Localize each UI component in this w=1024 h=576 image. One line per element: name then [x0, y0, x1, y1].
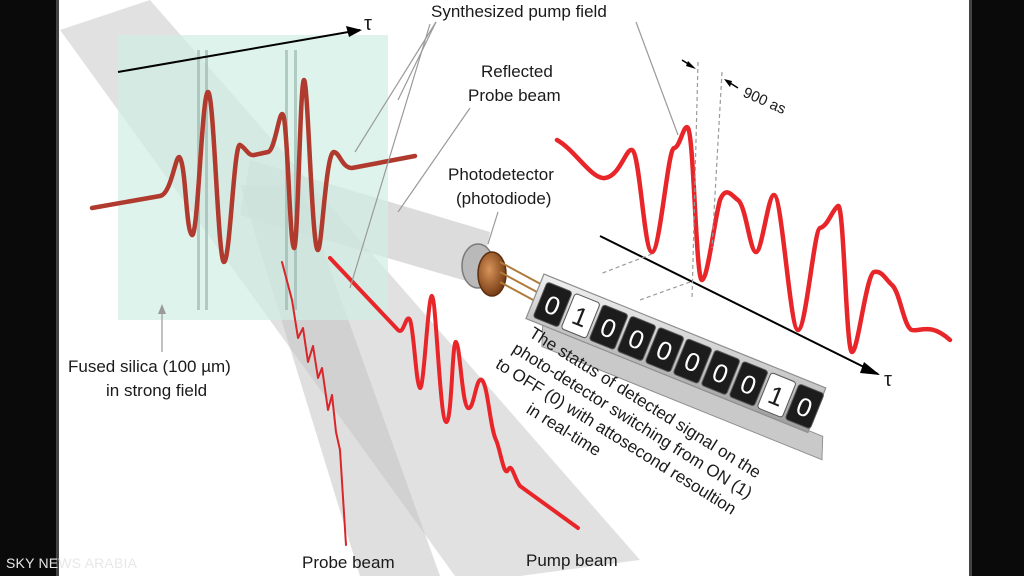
bit-cell	[701, 350, 740, 395]
bit-cell	[729, 361, 768, 406]
projection-line	[599, 253, 653, 275]
reflected-probe-label-line2: Probe beam	[468, 86, 561, 105]
leader-pump-field	[397, 21, 437, 101]
bit-cell	[561, 293, 600, 339]
leader-pump-field	[354, 21, 437, 153]
reflected-probe-waveform	[554, 124, 953, 355]
resolution-pointer-head	[724, 79, 732, 87]
silica-stripe	[294, 50, 297, 310]
photodetector-label-line1: Photodetector	[448, 165, 554, 184]
projection-line	[639, 281, 691, 301]
silica-stripe	[205, 50, 208, 310]
fused-silica-label-line1: Fused silica (100 µm)	[68, 357, 231, 376]
bit-cell	[757, 372, 796, 418]
tau-axis-right-arrowhead	[860, 362, 880, 375]
bit-cell	[617, 316, 656, 361]
bit-cell	[589, 304, 628, 350]
tau-axis-right	[599, 235, 879, 375]
bit-cell	[785, 384, 824, 429]
leader-reflected-probe	[349, 23, 431, 289]
leader-reflected-probe	[397, 107, 471, 213]
leader-photodetector	[487, 211, 499, 245]
synthesized-pump-waveform	[89, 77, 418, 265]
panel-border-left	[56, 0, 59, 576]
photodiode	[461, 243, 549, 309]
resolution-marker	[711, 71, 723, 249]
resolution-pointer-head	[686, 61, 696, 69]
tau-label-right: τ	[884, 369, 892, 391]
tau-axis-top-arrowhead	[346, 26, 362, 37]
bit-cell	[533, 282, 572, 327]
pump-beam-label: Pump beam	[526, 551, 618, 570]
synthesized-pump-field-label: Synthesized pump field	[431, 2, 607, 21]
bit-cell	[673, 338, 712, 384]
photodetector-label-line2: (photodiode)	[456, 189, 551, 208]
probe-beam-waveform	[281, 261, 347, 546]
tau-axis-top	[117, 29, 361, 73]
pump-beam-waveform	[328, 256, 580, 530]
tau-label-top: τ	[364, 13, 372, 35]
reflected-probe-label-line1: Reflected	[481, 62, 553, 81]
leader-fused-silica-head	[158, 304, 166, 314]
watermark: SKY NEWS ARABIA	[6, 555, 138, 571]
fused-silica-label-line2: in strong field	[106, 381, 207, 400]
bit-cell	[645, 327, 684, 373]
probe-beam-label: Probe beam	[302, 553, 395, 572]
resolution-marker	[691, 61, 699, 301]
leader-pump-field	[635, 21, 679, 136]
panel-border-right	[969, 0, 972, 576]
